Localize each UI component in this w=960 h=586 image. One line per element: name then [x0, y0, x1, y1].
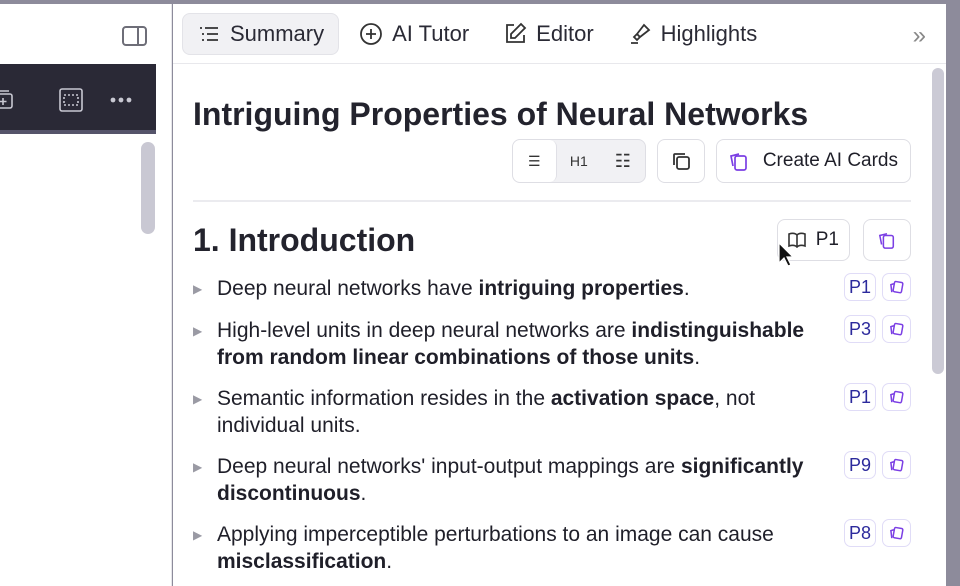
summary-content: Intriguing Properties of Neural Networks…	[193, 64, 911, 575]
list-item: ▶ Deep neural networks' input-output map…	[193, 451, 911, 507]
h1-view-button[interactable]: H1	[569, 153, 588, 169]
text: , not individual units.	[217, 387, 756, 437]
copy-to-cards-button[interactable]	[882, 451, 911, 479]
create-ai-cards-button[interactable]: Create AI Cards	[715, 139, 911, 183]
list-item: ▶ Deep neural networks have intriguing p…	[193, 273, 911, 303]
highlighter-icon	[630, 23, 651, 44]
item-text: Applying imperceptible perturbations to …	[217, 521, 807, 575]
tab-label: Editor	[536, 20, 594, 46]
copy-to-cards-button[interactable]	[882, 519, 911, 547]
tab-label: Highlights	[660, 20, 758, 46]
text: Deep neural networks' input-output mappi…	[217, 455, 681, 478]
book-icon	[787, 232, 806, 248]
item-text: Deep neural networks' input-output mappi…	[217, 453, 807, 507]
cards-icon	[890, 280, 904, 293]
pdf-panel	[0, 4, 172, 586]
text: .	[360, 482, 367, 505]
more-icon[interactable]	[110, 97, 132, 103]
summary-scrollbar[interactable]	[932, 68, 944, 374]
tab-ai-tutor[interactable]: AI Tutor	[345, 13, 483, 55]
item-text: Semantic information resides in the acti…	[217, 385, 807, 439]
copy-to-cards-button[interactable]	[882, 315, 911, 343]
expand-triangle-icon[interactable]: ▶	[193, 528, 203, 542]
page-label: P1	[815, 229, 839, 250]
text: .	[683, 277, 690, 300]
page-title: Intriguing Properties of Neural Networks	[193, 96, 809, 132]
create-ai-cards-label: Create AI Cards	[762, 150, 898, 171]
bold-text: activation space	[550, 387, 715, 410]
view-mode-toggle: ☰ H1 ☷	[511, 139, 646, 183]
section-title: 1. Introduction	[193, 221, 416, 258]
cards-icon	[890, 526, 904, 539]
area-select-icon[interactable]	[59, 88, 83, 112]
text: Deep neural networks have	[217, 277, 479, 300]
mouse-cursor-icon	[778, 242, 794, 267]
expand-triangle-icon[interactable]: ▶	[193, 324, 203, 338]
expand-triangle-icon[interactable]: ▶	[193, 392, 203, 406]
section-cards-button[interactable]	[863, 219, 911, 261]
text: .	[386, 550, 393, 573]
bold-text: indistinguishable from random linear com…	[217, 319, 805, 369]
tab-bar: Summary AI Tutor Editor Highlights	[173, 4, 946, 64]
sidebar-toggle-icon[interactable]	[122, 26, 147, 46]
text: .	[694, 346, 701, 369]
bullet-list: ▶ Deep neural networks have intriguing p…	[193, 273, 911, 575]
cards-icon	[729, 153, 747, 171]
plus-circle-icon	[360, 22, 383, 45]
outline-view-button[interactable]: ☰	[512, 140, 557, 182]
page-badge[interactable]: P1	[843, 273, 876, 301]
edit-icon	[506, 22, 527, 43]
copy-to-cards-button[interactable]	[882, 273, 911, 301]
summary-panel: Summary AI Tutor Editor Highlights » Int…	[173, 4, 946, 586]
pdf-scrollbar[interactable]	[141, 142, 155, 234]
tab-summary[interactable]: Summary	[182, 12, 340, 55]
bold-text: intriguing properties	[478, 277, 684, 300]
tab-label: AI Tutor	[392, 20, 470, 46]
cards-icon	[878, 232, 895, 249]
tab-highlights[interactable]: Highlights	[614, 13, 772, 55]
pdf-viewer[interactable]	[0, 138, 156, 586]
copy-icon	[672, 153, 690, 170]
page-badge[interactable]: P3	[843, 315, 876, 343]
page-badge[interactable]: P1	[843, 383, 876, 411]
copy-button[interactable]	[656, 139, 705, 183]
item-text: Deep neural networks have intriguing pro…	[217, 275, 807, 303]
tab-editor[interactable]: Editor	[489, 13, 607, 55]
page-badge[interactable]: P8	[843, 519, 876, 547]
tab-label: Summary	[230, 20, 325, 46]
text: High-level units in deep neural networks…	[217, 319, 632, 342]
pdf-toolbar	[0, 64, 156, 134]
section-header: 1. Introduction P1	[193, 219, 911, 261]
list-item: ▶ Semantic information resides in the ac…	[193, 383, 911, 439]
summary-toolbar: ☰ H1 ☷ Create AI Cards	[193, 139, 911, 183]
cards-icon	[890, 322, 904, 335]
expand-triangle-icon[interactable]: ▶	[193, 460, 203, 474]
bold-text: significantly discontinuous	[217, 455, 804, 505]
bullet-view-button[interactable]: ☷	[614, 150, 631, 171]
cards-icon	[890, 458, 904, 471]
item-text: High-level units in deep neural networks…	[217, 317, 807, 371]
divider	[193, 200, 911, 202]
list-item: ▶ High-level units in deep neural networ…	[193, 315, 911, 371]
expand-triangle-icon[interactable]: ▶	[193, 282, 203, 296]
list-item: ▶ Applying imperceptible perturbations t…	[193, 519, 911, 575]
copy-to-cards-button[interactable]	[882, 383, 911, 411]
collapse-panel-icon[interactable]: »	[912, 22, 926, 49]
list-icon	[200, 26, 218, 41]
bold-text: misclassification	[217, 550, 387, 573]
text: Applying imperceptible perturbations to …	[217, 523, 774, 546]
text: Semantic information resides in the	[217, 387, 551, 410]
cards-icon	[890, 390, 904, 403]
add-page-icon[interactable]	[0, 88, 14, 110]
page-badge[interactable]: P9	[843, 451, 876, 479]
